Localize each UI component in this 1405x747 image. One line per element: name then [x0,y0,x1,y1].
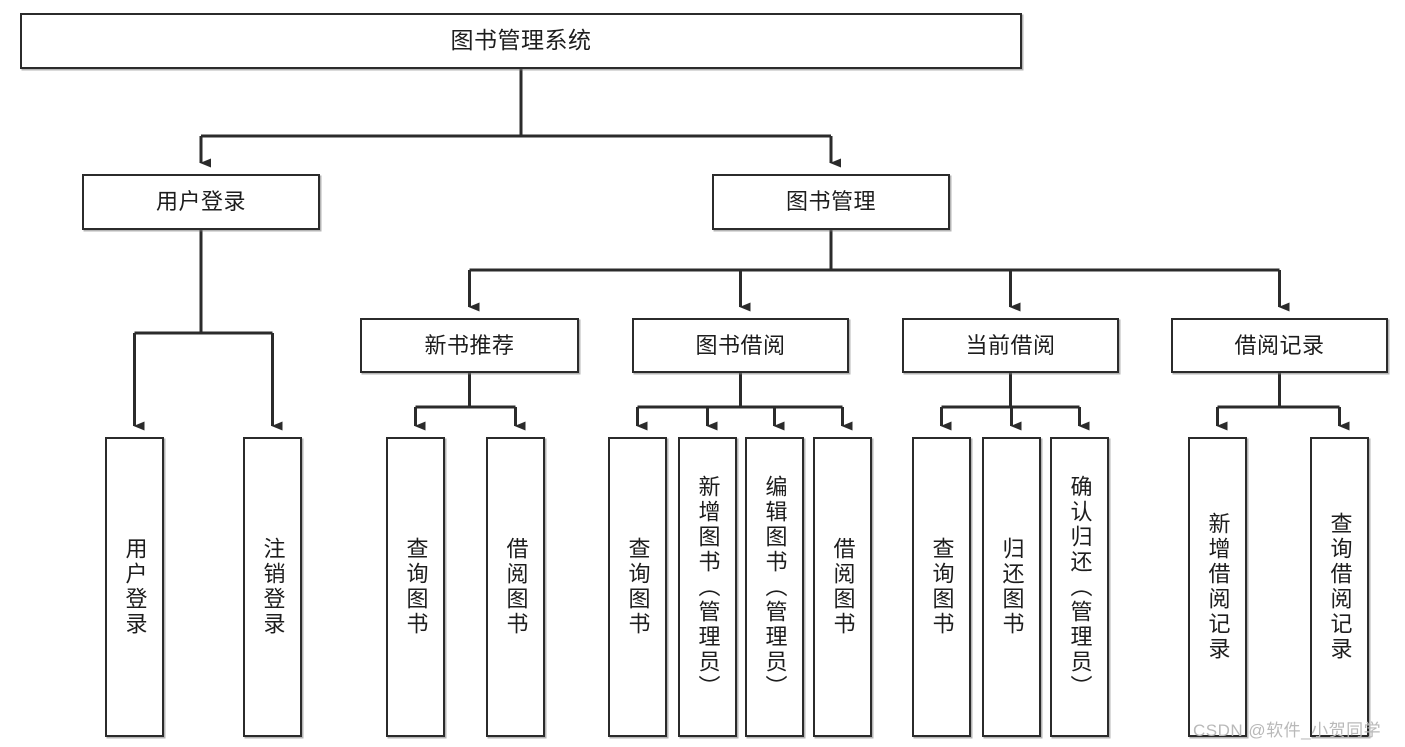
node-label-leaf-user-logout: 注销登录 [260,537,286,637]
node-label-leaf-bb-add: 新增图书（管理员） [695,474,721,700]
node-label-leaf-rec-borrow: 借阅图书 [503,537,529,637]
node-leaf-br-query[interactable]: 查询借阅记录 [1310,437,1369,737]
node-label-book-borrow: 图书借阅 [695,332,786,358]
node-label-leaf-rec-query: 查询图书 [403,537,429,637]
node-leaf-user-logout[interactable]: 注销登录 [243,437,302,737]
node-leaf-rec-borrow[interactable]: 借阅图书 [486,437,545,737]
node-label-leaf-bb-query: 查询图书 [625,537,651,637]
node-borrow-record[interactable]: 借阅记录 [1171,318,1388,373]
node-new-book-rec[interactable]: 新书推荐 [360,318,579,373]
node-label-root: 图书管理系统 [450,27,592,54]
node-leaf-cb-query[interactable]: 查询图书 [912,437,971,737]
node-root[interactable]: 图书管理系统 [20,13,1022,69]
node-label-leaf-br-add: 新增借阅记录 [1205,512,1231,662]
node-label-new-book-rec: 新书推荐 [424,332,515,358]
node-leaf-br-add[interactable]: 新增借阅记录 [1188,437,1247,737]
node-leaf-bb-query[interactable]: 查询图书 [608,437,667,737]
node-leaf-bb-borrow[interactable]: 借阅图书 [813,437,872,737]
node-book-manage[interactable]: 图书管理 [712,174,950,230]
node-label-borrow-record: 借阅记录 [1234,332,1325,358]
node-label-leaf-cb-confirm: 确认归还（管理员） [1067,474,1093,700]
node-book-borrow[interactable]: 图书借阅 [632,318,849,373]
node-user-login[interactable]: 用户登录 [82,174,320,230]
node-leaf-bb-add[interactable]: 新增图书（管理员） [678,437,737,737]
node-leaf-bb-edit[interactable]: 编辑图书（管理员） [745,437,804,737]
node-leaf-user-login[interactable]: 用户登录 [105,437,164,737]
node-label-current-borrow: 当前借阅 [965,332,1056,358]
node-current-borrow[interactable]: 当前借阅 [902,318,1119,373]
node-label-user-login: 用户登录 [155,189,246,215]
node-label-book-manage: 图书管理 [785,189,876,215]
node-label-leaf-br-query: 查询借阅记录 [1327,512,1353,662]
node-label-leaf-bb-edit: 编辑图书（管理员） [762,474,788,700]
node-leaf-cb-confirm[interactable]: 确认归还（管理员） [1050,437,1109,737]
node-label-leaf-user-login: 用户登录 [122,537,148,637]
node-label-leaf-cb-query: 查询图书 [929,537,955,637]
node-label-leaf-cb-return: 归还图书 [999,537,1025,637]
node-leaf-cb-return[interactable]: 归还图书 [982,437,1041,737]
node-leaf-rec-query[interactable]: 查询图书 [386,437,445,737]
node-label-leaf-bb-borrow: 借阅图书 [830,537,856,637]
csdn-watermark: CSDN @软件_小贺同学 [1193,721,1382,740]
